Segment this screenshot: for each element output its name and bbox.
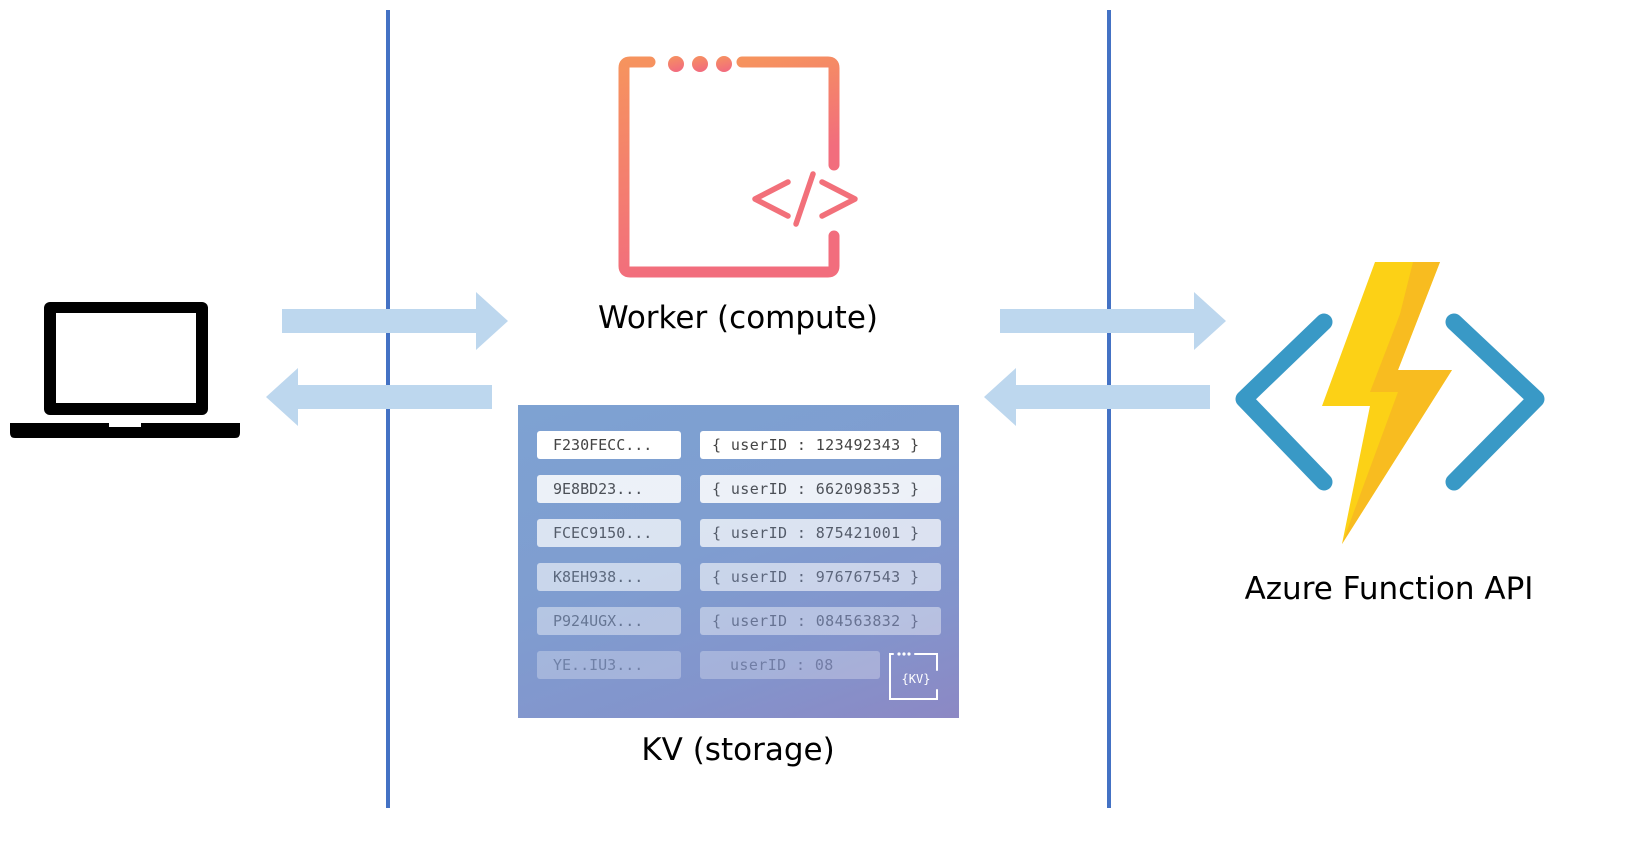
laptop-icon — [10, 302, 240, 438]
api-label: Azure Function API — [1244, 571, 1534, 607]
kv-label: KV (storage) — [641, 732, 835, 768]
kv-row: P924UGX... { userID : 084563832 } — [518, 607, 959, 637]
azure-function-icon — [1235, 262, 1545, 544]
kv-key: F230FECC... — [537, 431, 681, 459]
kv-value: userID : 08 — [700, 651, 880, 679]
kv-row: 9E8BD23... { userID : 662098353 } — [518, 475, 959, 505]
kv-key: 9E8BD23... — [537, 475, 681, 503]
kv-logo-icon: {KV} — [889, 652, 938, 700]
kv-logo-text: {KV} — [902, 672, 931, 686]
kv-value: { userID : 662098353 } — [700, 475, 941, 503]
kv-key: FCEC9150... — [537, 519, 681, 547]
kv-key: P924UGX... — [537, 607, 681, 635]
arrow-client-to-worker — [282, 292, 508, 350]
kv-key: YE..IU3... — [537, 651, 681, 679]
arrow-api-to-worker — [984, 368, 1210, 426]
code-window-icon — [618, 56, 858, 278]
arrow-worker-to-client — [266, 368, 492, 426]
kv-value: { userID : 875421001 } — [700, 519, 941, 547]
arrow-worker-to-api — [1000, 292, 1226, 350]
worker-label: Worker (compute) — [597, 300, 878, 336]
kv-row: F230FECC... { userID : 123492343 } — [518, 431, 959, 461]
kv-value: { userID : 123492343 } — [700, 431, 941, 459]
kv-row: K8EH938... { userID : 976767543 } — [518, 563, 959, 593]
kv-storage-panel: F230FECC... { userID : 123492343 } 9E8BD… — [518, 405, 959, 718]
kv-row: YE..IU3... userID : 08 — [518, 651, 959, 681]
kv-key: K8EH938... — [537, 563, 681, 591]
kv-value: { userID : 976767543 } — [700, 563, 941, 591]
kv-value: { userID : 084563832 } — [700, 607, 941, 635]
kv-row: FCEC9150... { userID : 875421001 } — [518, 519, 959, 549]
